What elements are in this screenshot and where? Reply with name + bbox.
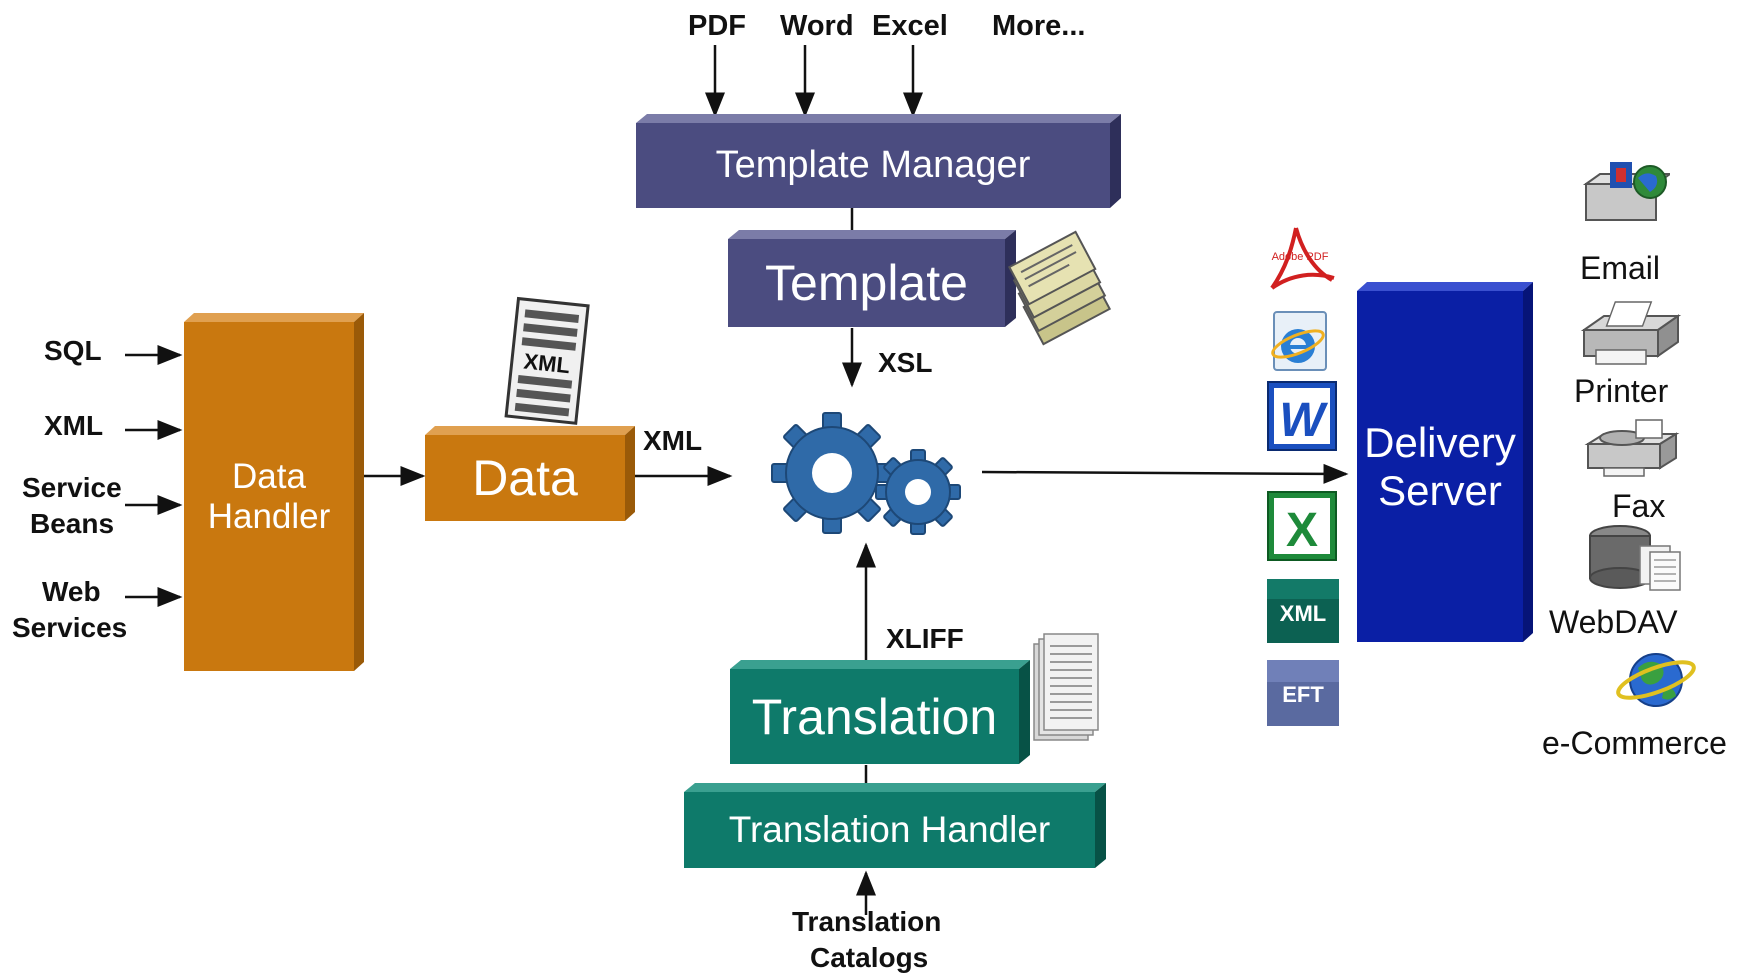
data-handler-label-2: Handler [207, 496, 331, 536]
sql-label: SQL [44, 335, 102, 366]
template-manager-label: Template Manager [715, 144, 1031, 186]
template-papers-icon [1007, 230, 1112, 346]
web-label: Web [42, 576, 101, 607]
xml-edge-label: XML [643, 425, 703, 456]
adobe-pdf-text: Adobe PDF [1272, 251, 1329, 263]
svg-text:X: X [1286, 504, 1318, 557]
service-label: Service [22, 472, 122, 503]
data-handler-label-1: Data [232, 456, 306, 496]
fax-label: Fax [1612, 488, 1666, 524]
template-manager-box: Template Manager [636, 123, 1110, 208]
template-box: Template [728, 239, 1005, 327]
word-icon: W [1267, 381, 1337, 451]
fax-icon [1584, 419, 1680, 477]
translation-label: Translation [751, 688, 998, 745]
data-box: Data [425, 435, 625, 521]
translation-papers-icon [1033, 633, 1099, 741]
xliff-label: XLIFF [886, 623, 964, 654]
translation-handler-label: Translation Handler [728, 809, 1051, 850]
ecommerce-icon [1616, 653, 1696, 707]
printer-label: Printer [1574, 373, 1669, 409]
xml-doc-text: XML [522, 349, 571, 379]
services-label: Services [12, 612, 128, 643]
excel-label: Excel [872, 10, 948, 42]
template-shape [728, 230, 1016, 327]
xml-tile-text: XML [1280, 601, 1326, 626]
internet-explorer-icon [1271, 311, 1327, 371]
gears-icon [771, 412, 961, 535]
template-label: Template [765, 255, 968, 311]
xml-document-icon: XML [504, 296, 590, 425]
data-label: Data [472, 450, 578, 506]
email-icon [1582, 162, 1670, 221]
webdav-label: WebDAV [1549, 604, 1678, 640]
ecommerce-label: e-Commerce [1542, 725, 1727, 761]
delivery-label-2: Server [1378, 466, 1502, 514]
email-label: Email [1580, 250, 1661, 286]
delivery-server-box: Delivery Server [1357, 291, 1523, 642]
translation-shape [730, 660, 1030, 764]
data-shape [425, 426, 635, 521]
webdav-icon [1589, 525, 1681, 591]
adobe-pdf-icon: Adobe PDF [1270, 227, 1335, 290]
translation-handler-box: Translation Handler [684, 792, 1095, 868]
xml-output-icon: XML [1267, 579, 1339, 643]
printer-icon [1580, 301, 1682, 365]
more-label: More... [992, 10, 1086, 42]
word-label: Word [780, 10, 854, 42]
delivery-label-1: Delivery [1364, 418, 1516, 466]
translation-handler-shape [684, 783, 1106, 868]
xsl-label: XSL [878, 347, 933, 378]
data-handler-shape [184, 313, 364, 671]
data-handler-box: Data Handler [184, 322, 354, 671]
delivery-server-shape [1357, 282, 1533, 642]
eft-icon: EFT [1267, 660, 1339, 726]
beans-label: Beans [30, 508, 115, 539]
eft-tile-text: EFT [1282, 682, 1324, 707]
svg-text:W: W [1279, 394, 1328, 447]
template-manager-shape [636, 114, 1121, 208]
translation-box: Translation [730, 669, 1019, 764]
excel-icon: X [1267, 491, 1337, 561]
pdf-label: PDF [688, 10, 746, 42]
xml-input-label: XML [44, 410, 104, 441]
catalogs-label-1: Translation [792, 906, 942, 937]
catalogs-label-2: Catalogs [810, 942, 929, 973]
